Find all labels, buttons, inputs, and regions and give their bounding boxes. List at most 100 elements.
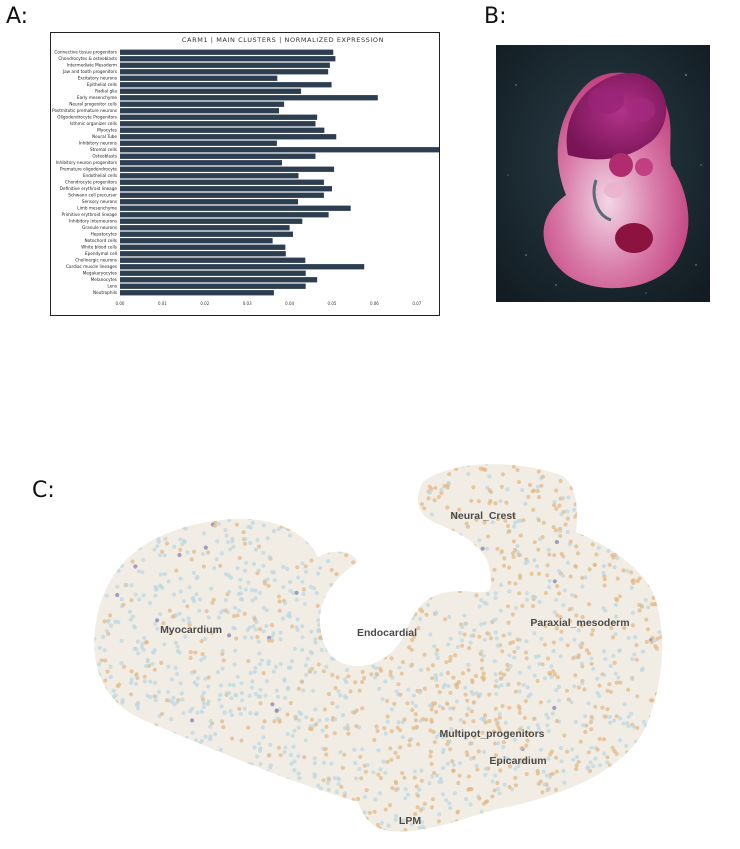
- x-tick-label: 0.04: [285, 301, 294, 306]
- category-label: Epithelial cells: [87, 82, 117, 87]
- category-label: Granule neurons: [82, 225, 117, 230]
- bar: [120, 205, 351, 211]
- bar: [120, 251, 286, 257]
- category-label: Hepatocytes: [91, 232, 117, 237]
- cluster-label-multipot-progenitors: Multipot_progenitors: [440, 728, 545, 740]
- bar-chart-panel: CARM1 | MAIN CLUSTERS | NORMALIZED EXPRE…: [50, 32, 440, 316]
- bar: [120, 140, 277, 146]
- category-label: Cholinergic neurons: [75, 258, 117, 263]
- bar: [120, 264, 365, 270]
- bar: [120, 290, 274, 296]
- x-tick-label: 0.05: [328, 301, 337, 306]
- category-label: Intermediate Mesoderm: [67, 63, 117, 68]
- bar: [120, 134, 337, 140]
- bar: [120, 244, 286, 250]
- bar: [120, 231, 293, 237]
- category-label: Ependymal cell: [85, 251, 117, 256]
- bar: [120, 69, 329, 75]
- x-ticks-group: 0.00 0.01 0.02 0.03 0.04 0.05 0.06 0.07: [116, 301, 422, 306]
- category-label: Inhibitory neuron progenitors: [56, 160, 117, 165]
- cluster-label-neural-crest: Neural_Crest: [450, 510, 516, 522]
- bar: [120, 173, 299, 179]
- category-label: Osteoblasts: [92, 154, 117, 159]
- category-label: Stromal cells: [90, 147, 117, 152]
- category-label: Premature oligodendrocyte: [60, 167, 117, 172]
- bar: [120, 160, 282, 166]
- category-label: Melanocytes: [91, 277, 117, 282]
- chart-title: CARM1 | MAIN CLUSTERS | NORMALIZED EXPRE…: [182, 36, 384, 44]
- x-tick-label: 0.06: [370, 301, 379, 306]
- bars-group: Connective tissue progenitorsChondrocyte…: [52, 49, 439, 296]
- cluster-label-epicardium: Epicardium: [489, 755, 546, 767]
- category-label: Limb mesenchyme: [77, 206, 117, 211]
- x-tick-label: 0.00: [116, 301, 125, 306]
- category-label: Megakaryocytes: [83, 271, 117, 276]
- category-label: Endothelial cells: [83, 173, 117, 178]
- bar: [120, 82, 332, 88]
- category-label: Inhibitory interneurons: [69, 219, 117, 224]
- bar: [120, 153, 316, 159]
- category-label: Neural progenitor cells: [69, 102, 117, 107]
- bar: [120, 277, 318, 283]
- category-label: Chondrocyte progenitors: [65, 180, 117, 185]
- cluster-label-myocardium: Myocardium: [160, 624, 222, 636]
- panel-c-label: C:: [32, 478, 55, 503]
- category-label: Neural Tube: [92, 134, 117, 139]
- category-label: Schwann cell precursor: [68, 193, 117, 198]
- bar: [120, 199, 299, 205]
- bar: [120, 88, 302, 94]
- bar: [120, 238, 273, 244]
- bar: [120, 179, 324, 185]
- x-tick-label: 0.03: [243, 301, 252, 306]
- category-label: Postmitotic premature neurons: [52, 108, 117, 113]
- category-label: Isthmic organizer cells: [70, 121, 117, 126]
- embryo-photo: [496, 45, 710, 302]
- category-label: Oligodendrocyte Progenitors: [57, 115, 117, 120]
- category-label: Early mesenchyme: [77, 95, 117, 100]
- x-tick-label: 0.01: [158, 301, 167, 306]
- panel-a-label: A:: [6, 4, 29, 29]
- bar: [120, 108, 279, 114]
- bar: [120, 218, 303, 224]
- bar: [120, 127, 325, 133]
- bar: [120, 283, 306, 289]
- cluster-label-paraxial-mesoderm: Paraxial_mesoderm: [530, 617, 629, 629]
- x-tick-label: 0.02: [200, 301, 209, 306]
- bar: [120, 114, 318, 120]
- bar: [120, 95, 378, 101]
- x-tick-label: 0.07: [412, 301, 421, 306]
- bar: [120, 121, 316, 127]
- category-label: Primitive erythroid lineage: [61, 212, 117, 217]
- bar: [120, 186, 332, 192]
- category-label: Connective tissue progenitors: [54, 50, 117, 55]
- bar: [120, 101, 285, 107]
- panel-b-label: B:: [484, 4, 507, 29]
- cluster-label-lpm: LPM: [399, 815, 421, 827]
- category-label: Jaw and tooth progenitors: [62, 69, 117, 74]
- category-label: Definitive erythroid lineage: [60, 186, 118, 191]
- category-label: Cardiac muscle lineages: [66, 264, 117, 269]
- category-label: Neutrophils: [93, 290, 117, 295]
- bar: [120, 56, 336, 62]
- bar: [120, 62, 330, 68]
- bar: [120, 212, 329, 218]
- bar: [120, 192, 324, 198]
- category-label: Radial glia: [95, 89, 117, 94]
- category-label: White blood cells: [81, 245, 117, 250]
- bar: [120, 225, 290, 231]
- category-label: Lens: [107, 284, 117, 289]
- bar: [120, 49, 334, 55]
- category-label: Notochord cells: [85, 238, 117, 243]
- bar: [120, 75, 278, 81]
- umap-plot: Neural_Crest Myocardium Endocardial Para…: [94, 464, 663, 832]
- category-label: Myocytes: [97, 128, 117, 133]
- category-label: Sensory neurons: [82, 199, 117, 204]
- bar: [120, 257, 306, 263]
- category-label: Excitatory neurons: [78, 76, 117, 81]
- category-label: Chondrocytes & osteoblasts: [58, 56, 117, 61]
- bar: [120, 166, 335, 172]
- cluster-label-endocardial: Endocardial: [357, 627, 417, 639]
- bar: [120, 147, 439, 153]
- category-label: Inhibitory neurons: [79, 141, 117, 146]
- bar: [120, 270, 306, 276]
